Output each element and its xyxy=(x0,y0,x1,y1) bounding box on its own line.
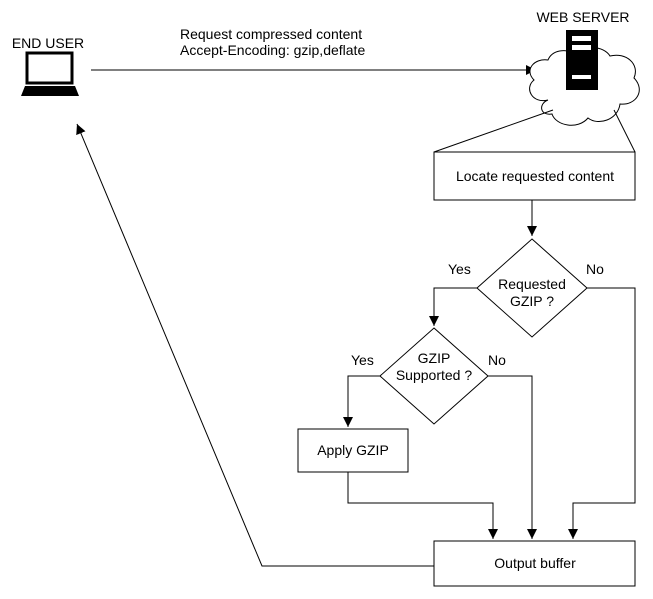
request-edge: Request compressed content Accept-Encodi… xyxy=(91,26,536,75)
apply-to-output-edge xyxy=(347,472,498,539)
locate-content-label: Locate requested content xyxy=(456,168,614,184)
request-label-line2: Accept-Encoding: gzip,deflate xyxy=(180,42,365,58)
requested-no-edge: No xyxy=(568,261,636,539)
requested-gzip-label-line1: Requested xyxy=(498,276,566,292)
gzip-supported-label-line1: GZIP xyxy=(418,350,451,366)
output-buffer-label: Output buffer xyxy=(494,555,576,571)
server-tower-icon xyxy=(566,30,598,90)
gzip-supported-label-line2: Supported ? xyxy=(396,367,472,383)
output-to-user-edge xyxy=(76,123,434,567)
apply-gzip-label: Apply GZIP xyxy=(317,442,389,458)
requested-yes-label: Yes xyxy=(448,261,471,277)
locate-content-box: Locate requested content xyxy=(433,151,636,201)
output-buffer-box: Output buffer xyxy=(433,540,636,587)
requested-gzip-label-line2: GZIP ? xyxy=(510,293,554,309)
end-user-label: END USER xyxy=(12,35,84,51)
requested-yes-edge: Yes xyxy=(429,261,477,326)
supported-no-edge: No xyxy=(488,352,537,539)
requested-gzip-decision: Requested GZIP ? xyxy=(476,238,588,338)
supported-no-label: No xyxy=(488,352,506,368)
laptop-icon xyxy=(21,51,79,96)
web-server-label: WEB SERVER xyxy=(536,9,629,25)
end-user-node: END USER xyxy=(12,35,84,96)
requested-no-label: No xyxy=(586,261,604,277)
request-label-line1: Request compressed content xyxy=(180,26,362,42)
apply-gzip-box: Apply GZIP xyxy=(297,428,409,473)
supported-yes-edge: Yes xyxy=(343,352,380,427)
web-server-node: WEB SERVER xyxy=(433,9,640,153)
gzip-supported-decision: GZIP Supported ? xyxy=(379,327,489,425)
supported-yes-label: Yes xyxy=(351,352,374,368)
